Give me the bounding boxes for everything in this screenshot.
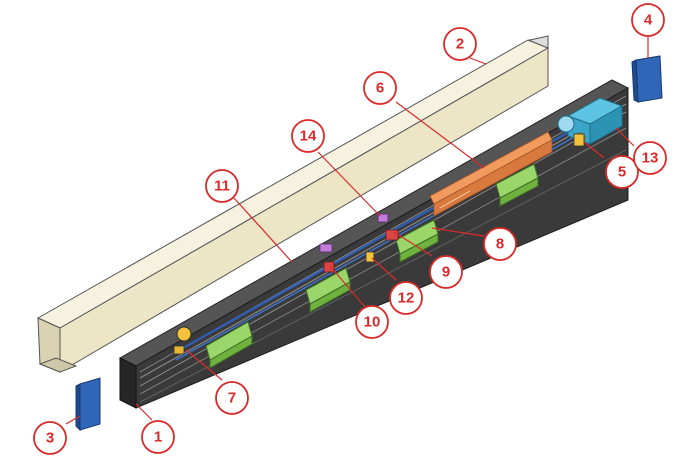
callout-3: 3	[33, 421, 67, 455]
callout-13: 13	[633, 141, 667, 175]
callout-9: 9	[429, 255, 463, 289]
callout-5-label: 5	[618, 164, 626, 181]
callout-1: 1	[141, 420, 175, 454]
end-stop-left	[173, 326, 192, 355]
callout-14-label: 14	[300, 128, 317, 145]
callout-4-label: 4	[644, 12, 653, 29]
callout-11: 11	[205, 169, 239, 203]
callout-3-label: 3	[46, 430, 54, 447]
callout-6-label: 6	[376, 80, 384, 97]
callout-1-label: 1	[154, 429, 162, 446]
callout-7: 7	[215, 381, 249, 415]
carriage-right	[495, 163, 539, 207]
carriage-left	[205, 321, 253, 369]
callout-7-label: 7	[228, 390, 236, 407]
callout-4: 4	[631, 3, 665, 37]
belt-clamp	[319, 243, 335, 273]
door-stop	[365, 251, 375, 263]
drive-motor	[557, 97, 624, 145]
callout-8: 8	[483, 227, 517, 261]
callout-14: 14	[291, 119, 325, 153]
leader-lines	[65, 36, 649, 425]
cover-profile	[36, 35, 550, 373]
end-cap-right	[631, 55, 663, 103]
end-cap-left	[75, 377, 101, 432]
callout-8-label: 8	[496, 236, 504, 253]
callout-5: 5	[605, 155, 639, 189]
callout-12-label: 12	[398, 290, 415, 307]
callout-13-label: 13	[642, 150, 659, 167]
callout-12: 12	[389, 281, 423, 315]
callout-6: 6	[363, 71, 397, 105]
callout-2: 2	[443, 27, 477, 61]
control-unit	[429, 131, 553, 217]
callout-11-label: 11	[214, 178, 230, 195]
callout-10: 10	[355, 305, 389, 339]
callout-10-label: 10	[364, 314, 381, 331]
callout-9-label: 9	[442, 264, 450, 281]
return-pulley	[573, 133, 585, 147]
callout-2-label: 2	[456, 36, 464, 53]
